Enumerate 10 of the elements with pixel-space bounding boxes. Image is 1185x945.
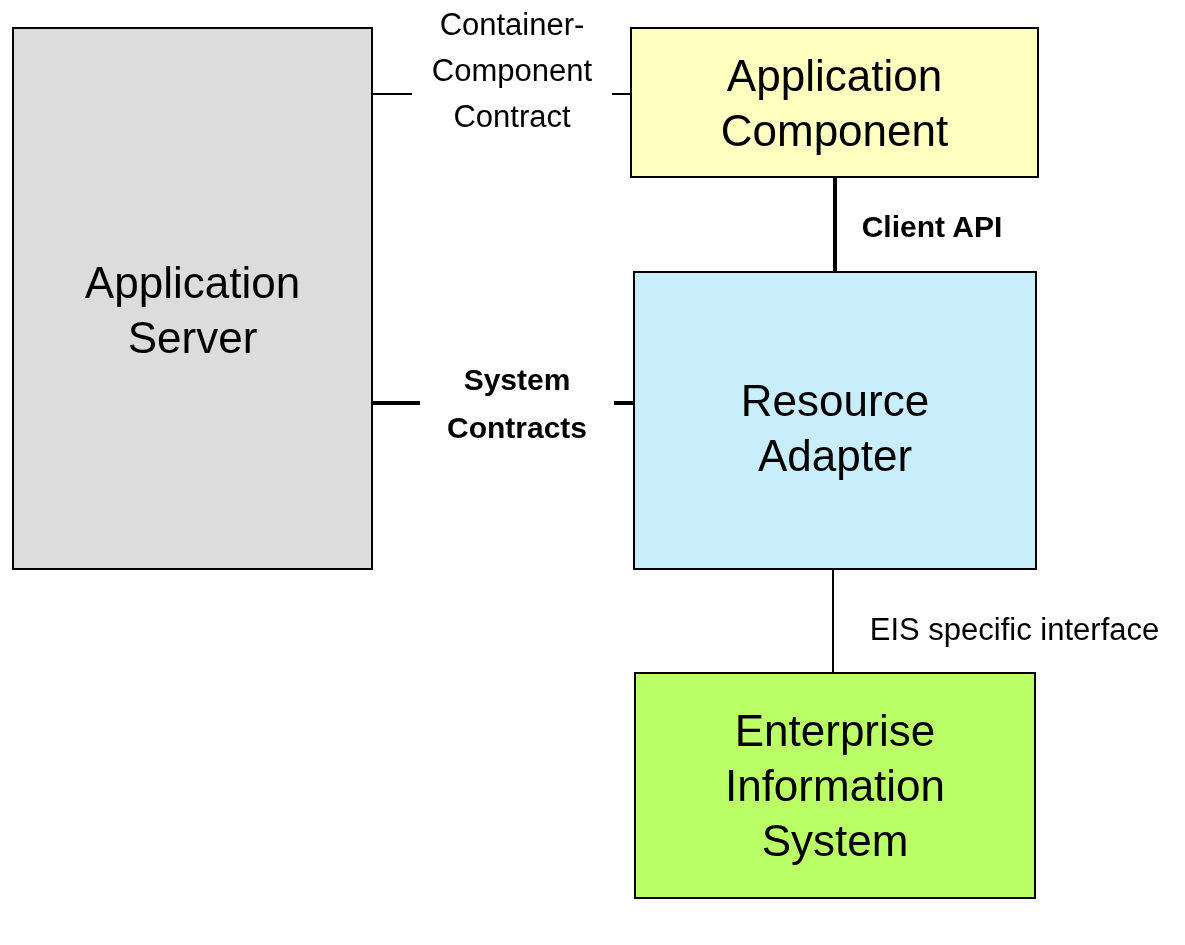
component-box [633, 271, 1037, 570]
connector-line [833, 178, 837, 271]
connector-line [832, 569, 834, 673]
box-title: Enterprise Information System [723, 705, 947, 867]
component-box [634, 672, 1036, 899]
box-title: Application Server [83, 257, 302, 364]
box-title: Resource Adapter [739, 375, 931, 482]
component-box [630, 27, 1039, 178]
box-title: Application Component [719, 49, 950, 157]
component-box [12, 27, 373, 570]
